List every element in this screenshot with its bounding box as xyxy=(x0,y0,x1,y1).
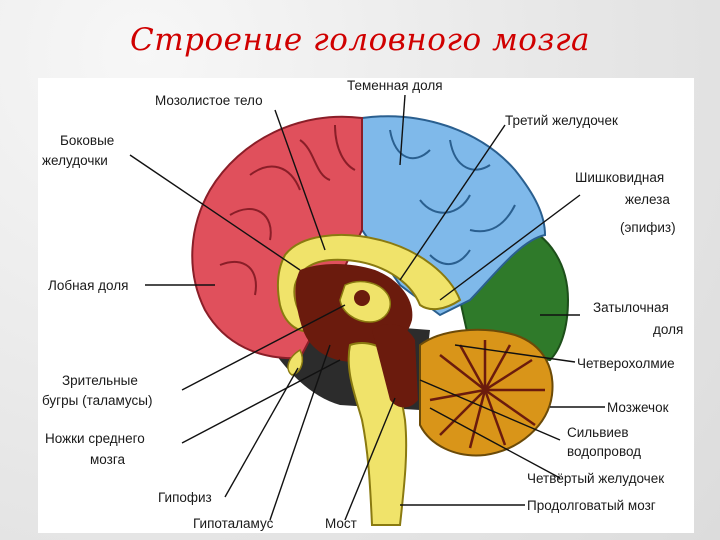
label-lateral-ventricles-1: Боковые xyxy=(60,133,114,148)
label-lateral-ventricles-2: желудочки xyxy=(42,153,108,168)
label-parietal-lobe: Теменная доля xyxy=(347,78,443,93)
pituitary xyxy=(287,348,304,376)
label-fourth-ventricle: Четвёртый желудочек xyxy=(527,471,664,486)
label-quadrigemina: Четверохолмие xyxy=(577,356,675,371)
label-pineal-1: Шишковидная xyxy=(575,170,664,185)
brain-illustration xyxy=(191,115,570,526)
label-corpus-callosum: Мозолистое тело xyxy=(155,93,263,108)
label-cerebellum: Мозжечок xyxy=(607,400,669,415)
slide-title: Строение головного мозга xyxy=(129,22,591,58)
leader-lines xyxy=(129,94,605,521)
label-occipital-1: Затылочная xyxy=(593,300,669,315)
label-peduncles-1: Ножки среднего xyxy=(45,431,145,446)
label-frontal-lobe: Лобная доля xyxy=(48,278,128,293)
labels: Мозолистое тело Теменная доля Третий жел… xyxy=(42,78,683,531)
label-hypothalamus: Гипоталамус xyxy=(193,516,274,531)
label-pineal-3: (эпифиз) xyxy=(620,220,676,235)
label-thalamus-2: бугры (таламусы) xyxy=(42,393,152,408)
label-peduncles-2: мозга xyxy=(90,452,125,467)
pons xyxy=(372,324,418,408)
label-pituitary: Гипофиз xyxy=(158,490,212,505)
label-aqueduct-2: водопровод xyxy=(567,444,641,459)
label-medulla: Продолговатый мозг xyxy=(527,498,656,513)
label-occipital-2: доля xyxy=(653,322,683,337)
label-pons: Мост xyxy=(325,516,357,531)
label-thalamus-1: Зрительные xyxy=(62,373,138,388)
label-third-ventricle: Третий желудочек xyxy=(505,113,618,128)
label-pineal-2: железа xyxy=(625,192,670,207)
label-aqueduct-1: Сильвиев xyxy=(567,425,629,440)
cerebellum xyxy=(419,328,554,457)
